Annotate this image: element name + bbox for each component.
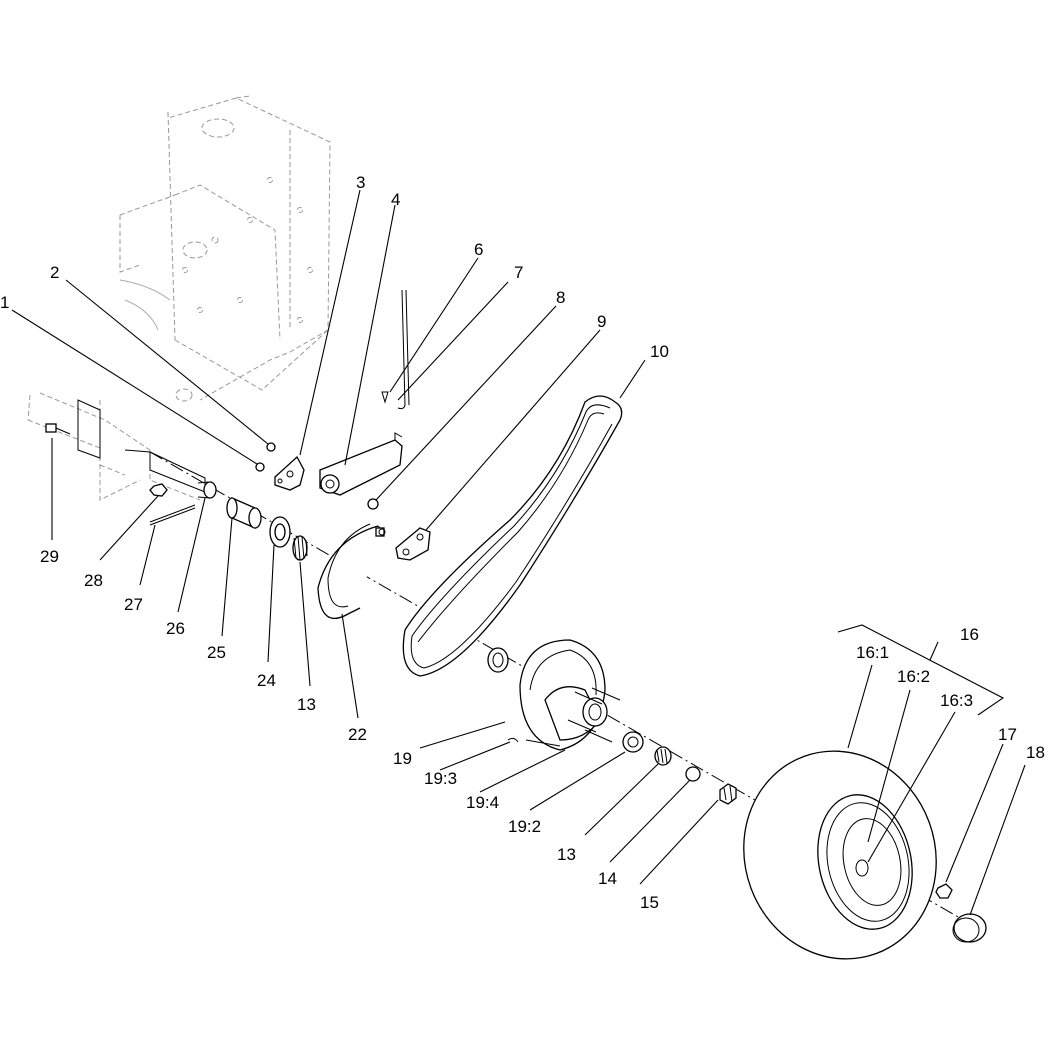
bearing-right bbox=[654, 746, 672, 766]
control-rod bbox=[397, 289, 410, 410]
callout-labels: 1 2 3 4 6 7 8 9 10 29 28 27 26 25 24 13 … bbox=[0, 173, 1045, 912]
spring-clip bbox=[381, 391, 389, 404]
callout-16-1: 16:1 bbox=[856, 643, 889, 662]
bushing bbox=[226, 497, 262, 529]
callout-2: 2 bbox=[50, 263, 59, 282]
callout-19: 19 bbox=[393, 749, 412, 768]
ring-2 bbox=[266, 442, 276, 452]
callout-4: 4 bbox=[391, 190, 400, 209]
axle-tube bbox=[77, 399, 206, 493]
frame-ghost bbox=[27, 95, 331, 501]
wheel-tire bbox=[743, 750, 937, 960]
callout-19-2: 19:2 bbox=[508, 817, 541, 836]
brake-drum-hub bbox=[519, 639, 621, 751]
bearing-left bbox=[292, 535, 308, 561]
callout-6: 6 bbox=[474, 240, 483, 259]
callout-29: 29 bbox=[40, 547, 59, 566]
callout-13-left: 13 bbox=[297, 695, 316, 714]
callout-27: 27 bbox=[124, 595, 143, 614]
lever bbox=[319, 432, 403, 496]
lug-nut bbox=[935, 883, 953, 899]
callout-16-2: 16:2 bbox=[897, 667, 930, 686]
callout-8: 8 bbox=[556, 288, 565, 307]
callout-14: 14 bbox=[598, 869, 617, 888]
callout-28: 28 bbox=[84, 571, 103, 590]
callout-26: 26 bbox=[166, 619, 185, 638]
brake-band bbox=[317, 523, 386, 620]
callout-16-3: 16:3 bbox=[940, 691, 973, 710]
washer bbox=[269, 516, 291, 548]
leader-lines bbox=[11, 189, 1026, 916]
drive-belt bbox=[402, 395, 623, 677]
bolt bbox=[45, 423, 71, 435]
callout-3: 3 bbox=[356, 173, 365, 192]
callout-18: 18 bbox=[1026, 743, 1045, 762]
callout-17: 17 bbox=[998, 725, 1017, 744]
spacer bbox=[197, 481, 217, 499]
grease-fitting bbox=[507, 737, 519, 743]
castle-nut bbox=[719, 783, 737, 805]
callout-15: 15 bbox=[640, 893, 659, 912]
cotter-pin bbox=[149, 504, 196, 526]
race-left bbox=[487, 647, 509, 673]
plate-right bbox=[395, 527, 431, 561]
callout-25: 25 bbox=[207, 643, 226, 662]
callout-19-4: 19:4 bbox=[466, 793, 499, 812]
ring-8 bbox=[367, 498, 379, 510]
ring-1 bbox=[255, 462, 265, 472]
callout-9: 9 bbox=[597, 312, 606, 331]
callout-22: 22 bbox=[348, 725, 367, 744]
callout-19-3: 19:3 bbox=[424, 769, 457, 788]
callout-7: 7 bbox=[514, 263, 523, 282]
race-right bbox=[622, 731, 644, 753]
callout-16: 16 bbox=[960, 625, 979, 644]
callout-13-right: 13 bbox=[557, 845, 576, 864]
callout-24: 24 bbox=[257, 671, 276, 690]
nut bbox=[149, 483, 168, 497]
callout-10: 10 bbox=[650, 342, 669, 361]
washer-right bbox=[685, 766, 701, 782]
callout-1: 1 bbox=[0, 293, 9, 312]
plate-left bbox=[274, 455, 305, 491]
hub-cap bbox=[952, 913, 987, 943]
